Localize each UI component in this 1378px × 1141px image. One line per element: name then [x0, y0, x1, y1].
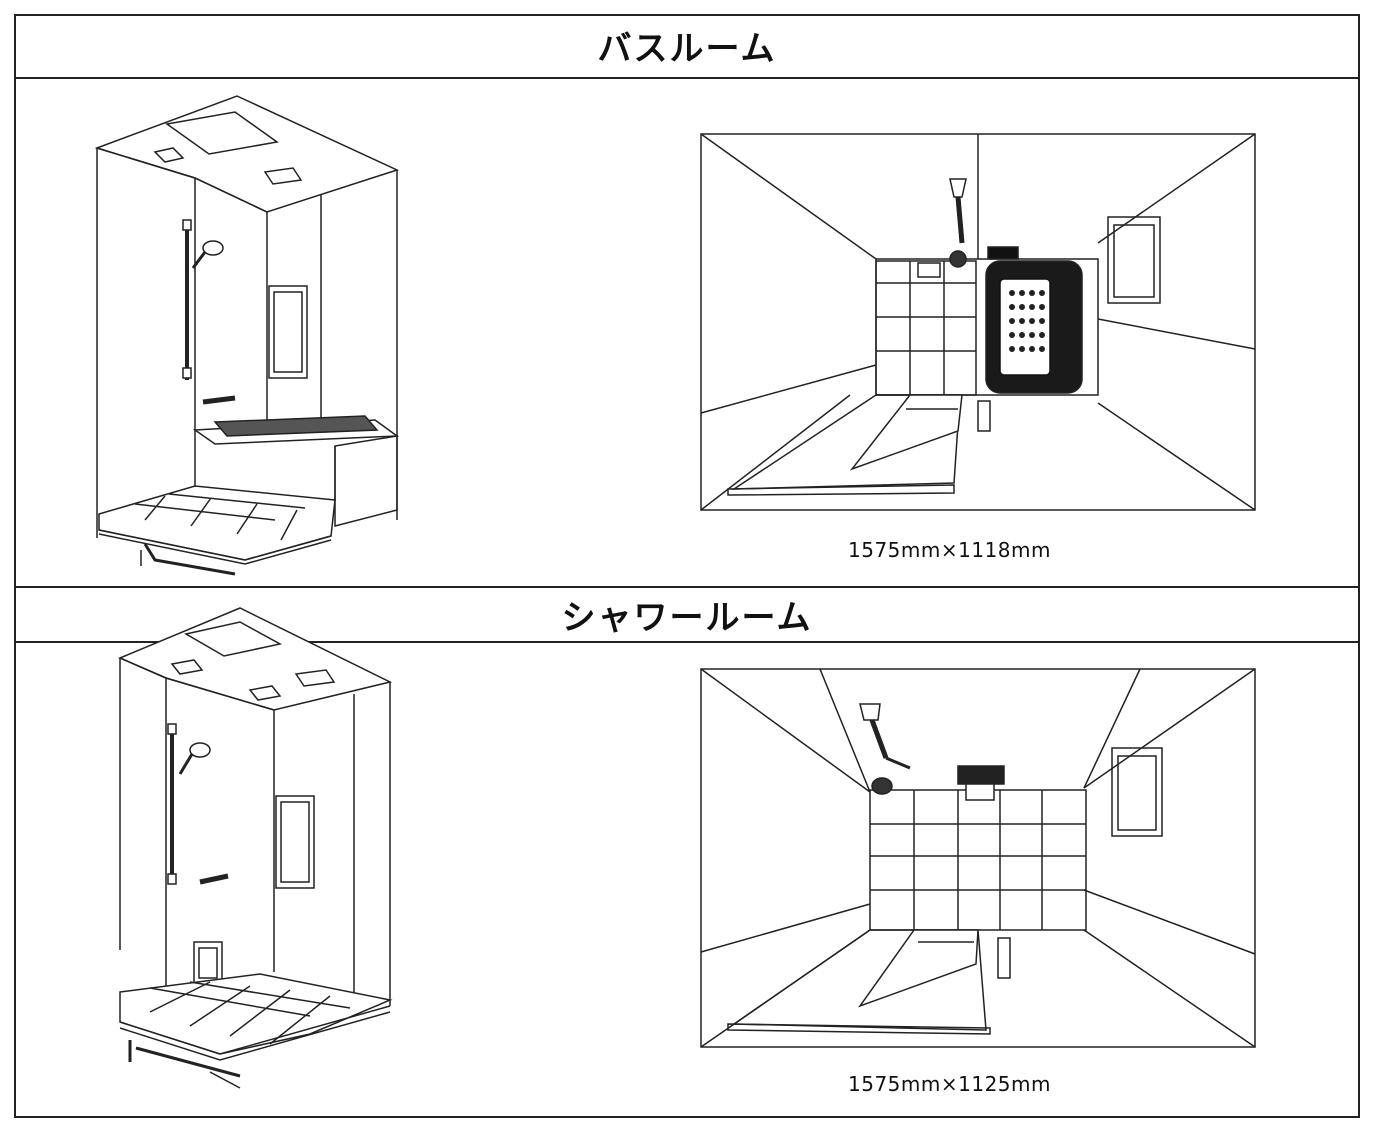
bathroom-perspective-drawing [700, 133, 1256, 511]
bathroom-isometric-drawing [85, 90, 415, 580]
section-title-shower-room: シャワールーム [14, 586, 1360, 643]
section-title-bathroom: バスルーム [14, 14, 1360, 79]
shower-room-isometric-drawing [110, 602, 410, 1102]
outer-frame [14, 14, 1360, 1118]
bathroom-dimensions: 1575mm×1118mm [848, 538, 1051, 562]
shower-room-dimensions: 1575mm×1125mm [848, 1072, 1051, 1096]
shower-room-perspective-drawing [700, 668, 1256, 1048]
